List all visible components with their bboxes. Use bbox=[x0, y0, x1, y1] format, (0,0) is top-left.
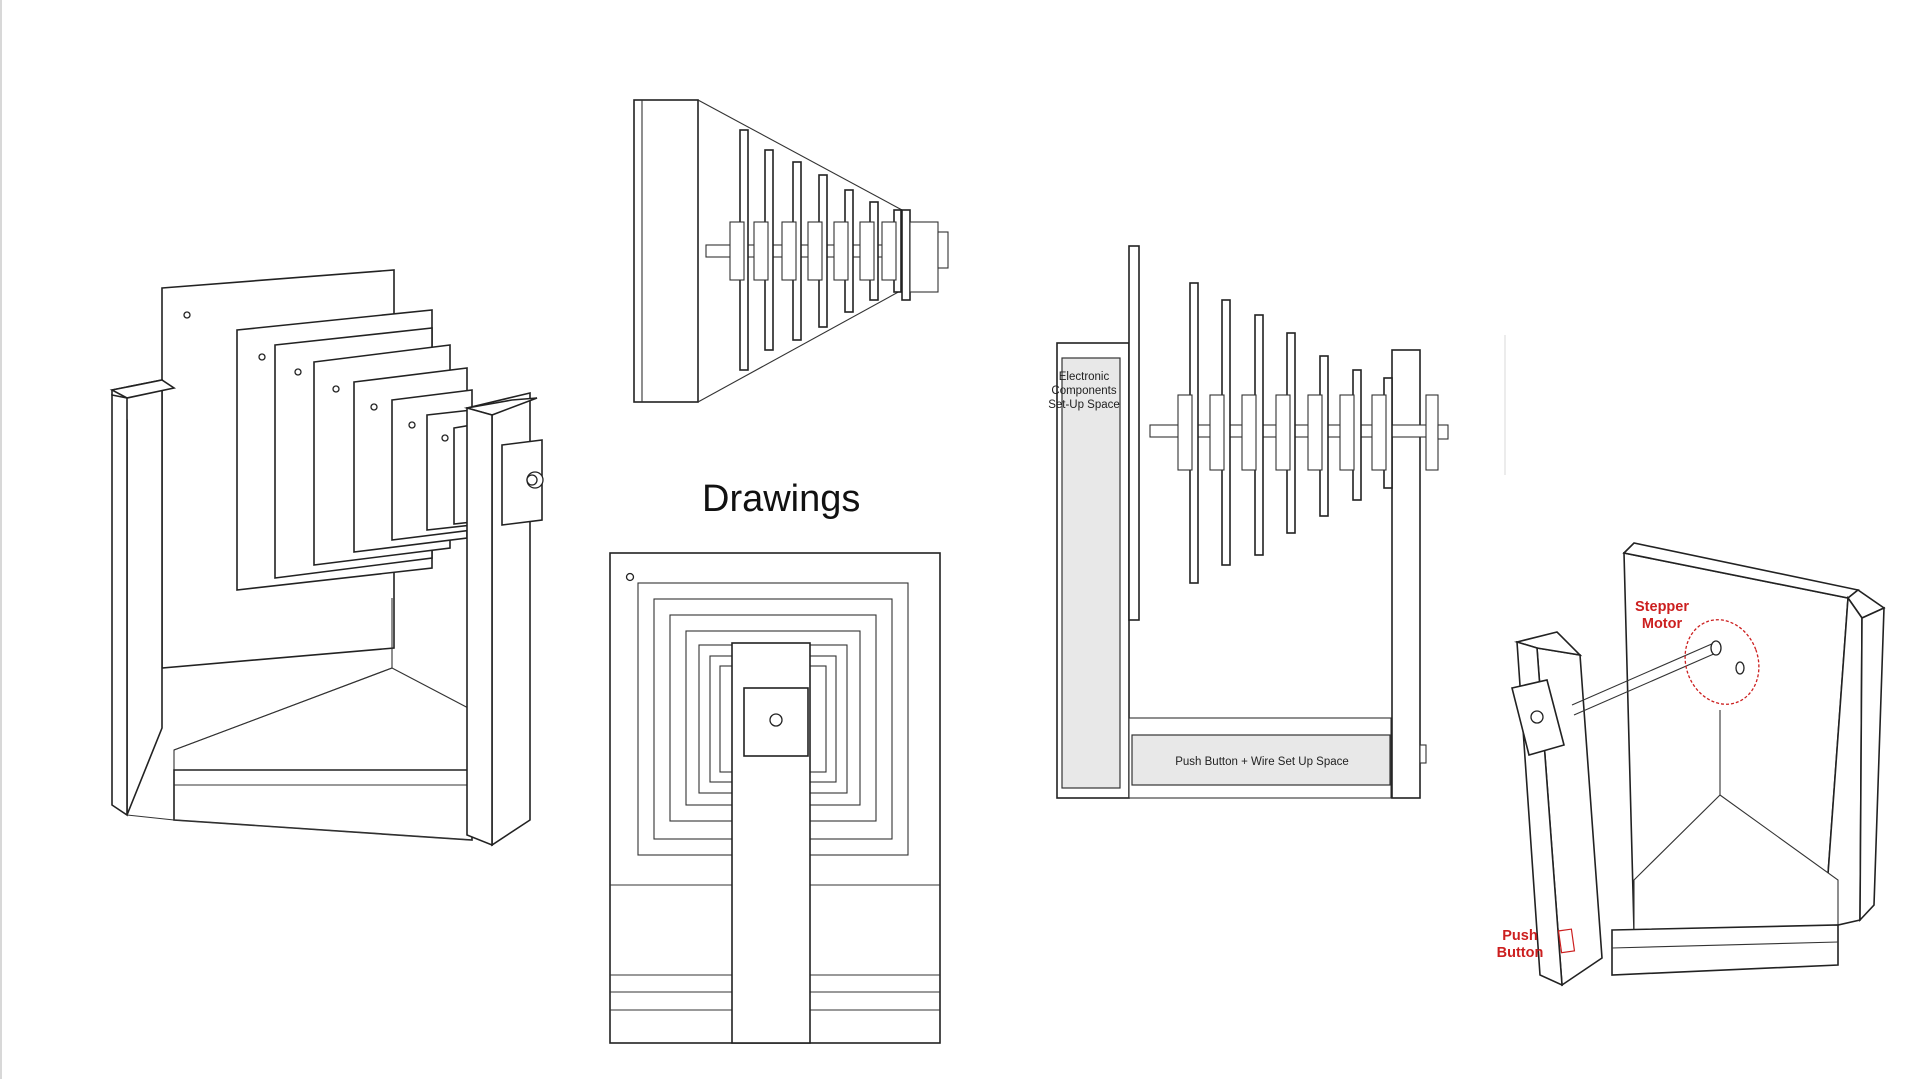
panel-hole bbox=[441, 434, 449, 442]
left-wall-side bbox=[111, 394, 128, 817]
push-button-space-label: Push Button + Wire Set Up Space bbox=[1175, 756, 1349, 768]
isometric-view-left bbox=[109, 269, 544, 847]
inner-floor bbox=[173, 667, 473, 771]
panel-hole bbox=[294, 368, 302, 376]
isometric-view-right bbox=[1511, 542, 1886, 987]
motor-block bbox=[501, 439, 543, 526]
front-view bbox=[609, 552, 941, 1044]
back-plate-section bbox=[1128, 245, 1140, 621]
frame-hole bbox=[625, 572, 635, 582]
push-button-callout bbox=[1557, 928, 1576, 954]
panel-hole bbox=[370, 403, 378, 411]
back-plate bbox=[633, 99, 699, 403]
side-view-top bbox=[633, 99, 949, 403]
panel-hole bbox=[258, 353, 266, 361]
section-view bbox=[1056, 245, 1506, 799]
stepper-motor-label: Stepper Motor bbox=[1635, 599, 1689, 632]
electronics-space bbox=[1061, 357, 1121, 789]
right-wall bbox=[1826, 595, 1863, 926]
panel-hole bbox=[183, 311, 191, 319]
right-upright-side bbox=[466, 406, 493, 847]
base-right bbox=[1611, 924, 1839, 976]
panel-hole bbox=[408, 421, 416, 429]
right-wall-side bbox=[1859, 606, 1885, 923]
electronics-space-label: Electronic Components Set-Up Space bbox=[1048, 371, 1120, 411]
shaft-end-right-icon bbox=[1530, 710, 1544, 724]
push-button-space bbox=[1131, 734, 1391, 786]
push-button-label: Push Button bbox=[1496, 928, 1544, 961]
floor-right bbox=[1633, 794, 1839, 931]
stepper-motor-callout bbox=[1684, 619, 1760, 705]
left-wall-top bbox=[109, 379, 177, 399]
right-upright-section bbox=[1391, 349, 1421, 799]
page-title: Drawings bbox=[702, 478, 861, 520]
front-shaft-icon bbox=[769, 713, 783, 727]
panel-hole bbox=[332, 385, 340, 393]
